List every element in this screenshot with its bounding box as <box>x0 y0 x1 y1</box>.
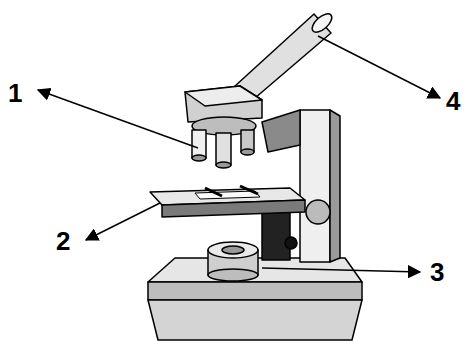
callout-number: 4 <box>446 88 460 114</box>
leader-arrow <box>86 203 160 240</box>
coarse-knob <box>306 200 330 224</box>
eyepiece-cap <box>309 11 335 36</box>
objective-tip <box>241 149 254 155</box>
fine-knob <box>285 237 297 249</box>
arm <box>300 110 330 262</box>
stage-clip <box>240 186 258 194</box>
leader-arrow <box>318 36 440 98</box>
callout-number: 2 <box>56 228 70 254</box>
callout-number: 3 <box>430 259 444 285</box>
callout-number: 1 <box>8 80 22 106</box>
lamp-top <box>208 242 258 258</box>
lamp-lens <box>222 246 244 254</box>
leader-arrow <box>262 268 420 272</box>
objective <box>192 130 206 158</box>
head-top <box>185 86 262 106</box>
arm-side <box>330 110 340 262</box>
objective-tip <box>216 162 231 168</box>
stage-clip <box>205 188 222 196</box>
lamp-bottom <box>208 269 258 281</box>
base-foot <box>148 300 362 340</box>
arm-neck <box>262 110 300 152</box>
stage-column <box>262 210 290 260</box>
slide <box>195 191 260 199</box>
leader-arrow <box>38 90 198 148</box>
stage-front <box>162 200 305 217</box>
objective-tip <box>192 155 206 161</box>
base-front <box>148 282 362 300</box>
objective <box>216 133 231 165</box>
